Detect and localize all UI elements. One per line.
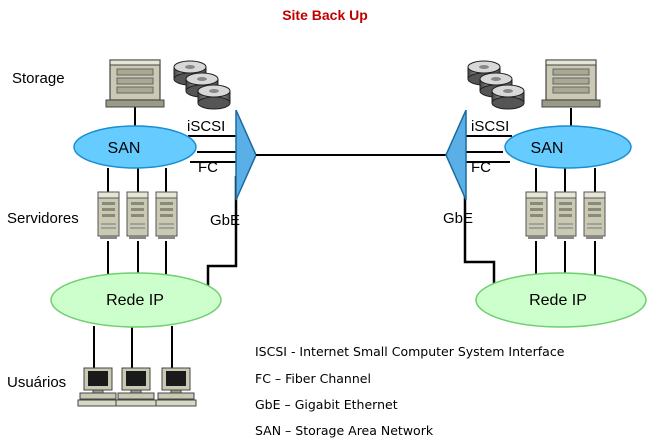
left-san-cloud bbox=[73, 125, 197, 169]
left-user-pcs bbox=[77, 367, 197, 407]
right-servers bbox=[525, 191, 606, 240]
right-disk-stack-icon bbox=[467, 60, 525, 110]
right-server-icon-3 bbox=[583, 191, 606, 240]
right-san-label: SAN bbox=[531, 140, 564, 157]
legend-item: SAN – Storage Area Network bbox=[255, 423, 434, 438]
left-ip-network-cloud bbox=[50, 272, 222, 328]
left-ip-network-label: Rede IP bbox=[106, 292, 164, 309]
left-pc-icon-2 bbox=[115, 367, 157, 407]
right-site: SAN Rede IP iSCSI FC GbE bbox=[443, 59, 647, 328]
left-server-icon-3 bbox=[155, 191, 178, 240]
legend-item: ISCSI - Internet Small Computer System I… bbox=[255, 344, 565, 359]
right-ip-network-label: Rede IP bbox=[529, 292, 587, 309]
left-gbe-label: GbE bbox=[210, 212, 240, 229]
right-gateway-icon bbox=[445, 109, 467, 201]
left-pc-icon-1 bbox=[77, 367, 119, 407]
left-servers bbox=[97, 191, 178, 240]
storage-label: Storage bbox=[12, 70, 65, 87]
left-gbe-line bbox=[206, 176, 238, 286]
left-storage-array-icon bbox=[105, 59, 165, 108]
left-pc-icon-3 bbox=[155, 367, 197, 407]
left-san-label: SAN bbox=[108, 140, 141, 157]
legend: ISCSI - Internet Small Computer System I… bbox=[255, 344, 565, 438]
left-gateway-icon bbox=[235, 109, 257, 201]
right-gbe-line bbox=[463, 176, 496, 286]
right-san-cloud bbox=[504, 125, 632, 169]
right-fc-label: FC bbox=[471, 159, 491, 176]
right-iscsi-label: iSCSI bbox=[471, 118, 509, 135]
left-server-icon-1 bbox=[97, 191, 120, 240]
servers-label: Servidores bbox=[7, 210, 79, 227]
right-storage-array-icon bbox=[541, 59, 601, 108]
right-gbe-label: GbE bbox=[443, 210, 473, 227]
right-ip-network-cloud bbox=[475, 272, 647, 328]
left-disk-stack-icon bbox=[173, 60, 231, 110]
page-title: Site Back Up bbox=[282, 7, 368, 23]
users-label: Usuários bbox=[7, 374, 66, 391]
legend-item: FC – Fiber Channel bbox=[255, 371, 371, 386]
legend-item: GbE – Gigabit Ethernet bbox=[255, 397, 398, 412]
left-site: SAN Rede IP Storage Servidores Usuários … bbox=[7, 59, 257, 407]
left-server-icon-2 bbox=[126, 191, 149, 240]
left-fc-label: FC bbox=[198, 159, 218, 176]
right-server-icon-2 bbox=[554, 191, 577, 240]
right-server-icon-1 bbox=[525, 191, 548, 240]
left-iscsi-label: iSCSI bbox=[187, 118, 225, 135]
